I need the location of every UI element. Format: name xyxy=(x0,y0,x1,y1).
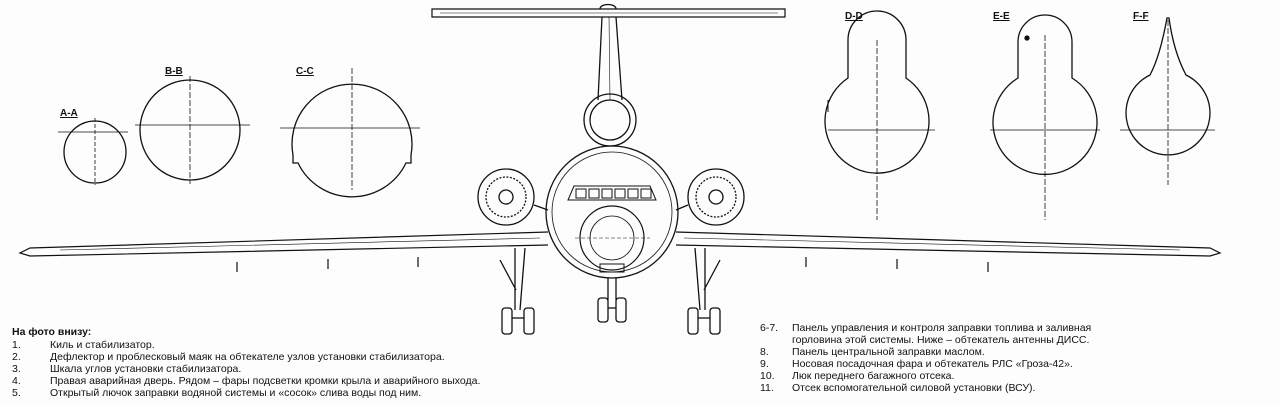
left-engine xyxy=(477,168,549,226)
right-main-gear xyxy=(687,247,721,335)
caption-header: На фото внизу: xyxy=(12,326,92,338)
section-label-c-c: C-C xyxy=(296,66,314,77)
section-label-e-e: E-E xyxy=(993,11,1010,22)
list-item: 6-7.Панель управления и контроля заправк… xyxy=(760,322,1092,334)
list-item: 3.Шкала углов установки стабилизатора. xyxy=(12,363,242,375)
section-label-b-b: B-B xyxy=(165,66,183,77)
nose-gear xyxy=(597,278,627,323)
list-item: 5.Открытый лючок заправки водяной систем… xyxy=(12,387,422,399)
section-b-b: B-B xyxy=(135,66,250,184)
left-main-gear xyxy=(499,247,535,335)
list-item: 8.Панель центральной заправки маслом. xyxy=(760,346,985,358)
section-label-d-d: D-D xyxy=(845,11,863,22)
section-label-f-f: F-F xyxy=(1133,11,1149,22)
section-c-c: C-C xyxy=(280,66,420,198)
list-item: 11.Отсек вспомогательной силовой установ… xyxy=(760,382,1036,394)
right-engine xyxy=(675,168,745,226)
section-label-a-a: A-A xyxy=(60,108,78,119)
list-item: 10.Люк переднего багажного отсека. xyxy=(760,370,955,382)
section-d-d: D-D xyxy=(824,10,935,220)
section-a-a: A-A xyxy=(58,108,128,185)
left-caption: На фото внизу: 1.Киль и стабилизатор. 2.… xyxy=(12,326,480,399)
list-item: 2.Дефлектор и проблесковый маяк на обтек… xyxy=(12,351,445,363)
section-f-f: F-F xyxy=(1120,11,1215,185)
list-item: горловина этой системы. Ниже – обтекател… xyxy=(792,334,1090,346)
list-item: 4.Правая аварийная дверь. Рядом – фары п… xyxy=(12,375,481,387)
aircraft-front-view xyxy=(18,3,1222,335)
section-e-e: E-E xyxy=(990,11,1100,220)
right-caption: 6-7.Панель управления и контроля заправк… xyxy=(760,322,1091,394)
list-item: 9.Носовая посадочная фара и обтекатель Р… xyxy=(760,358,1073,370)
list-item: 1.Киль и стабилизатор. xyxy=(12,339,155,351)
